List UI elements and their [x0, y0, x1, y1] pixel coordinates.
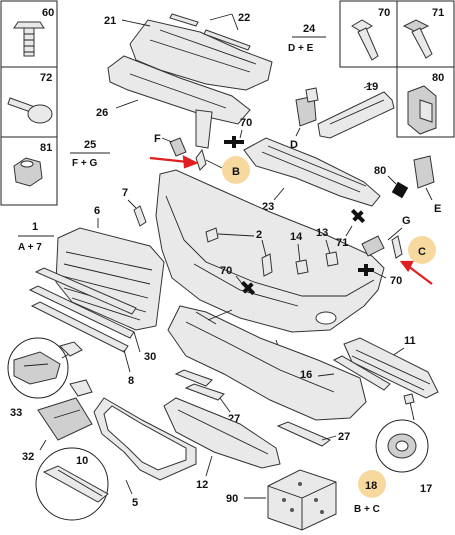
label-25: 25: [84, 139, 96, 151]
label-70-upper: 70: [240, 117, 252, 129]
red-arrow-C: [399, 260, 433, 285]
part-32: 32: [22, 379, 93, 463]
label-5: 5: [132, 497, 138, 509]
label-60: 60: [42, 7, 54, 19]
screw-70-lower: 70: [220, 265, 256, 296]
label-14b: 14: [290, 231, 303, 243]
inset-17: 17: [375, 393, 432, 495]
label-10: 10: [76, 455, 88, 467]
inset-33: 33: [7, 337, 83, 419]
screw-70-upper: 70: [224, 117, 252, 148]
group-18: 18 B + C: [354, 470, 386, 515]
label-80: 80: [374, 165, 386, 177]
label-70-right: 70: [390, 275, 402, 287]
part-19-absorber: 19: [317, 81, 395, 139]
label-70-inset: 70: [378, 7, 390, 19]
part-D-bracket: D: [290, 87, 319, 151]
part-F-bracket: F: [154, 133, 187, 157]
label-C: C: [418, 246, 426, 258]
inset-71: 71: [396, 0, 455, 68]
part-6-grille: 6: [55, 205, 165, 331]
label-2: 2: [256, 229, 262, 241]
inset-72: 72: [0, 66, 58, 138]
part-23-absorber: 23: [243, 137, 381, 213]
callout-C: C: [391, 235, 436, 264]
label-72: 72: [40, 72, 52, 84]
label-19: 19: [366, 81, 378, 93]
label-7: 7: [122, 187, 128, 199]
screw-70-right: 70: [358, 264, 402, 287]
label-1-group: A + 7: [18, 242, 42, 253]
part-90-fixings-kit: 90: [226, 469, 337, 531]
label-22: 22: [238, 12, 250, 24]
label-12: 12: [196, 479, 208, 491]
label-13b: 13: [316, 227, 328, 239]
label-18: 18: [365, 480, 377, 492]
label-70-lower: 70: [220, 265, 232, 277]
group-24: 24 D + E: [288, 23, 326, 54]
label-24: 24: [303, 23, 316, 35]
part-5-frame: 5: [93, 397, 197, 509]
screw-71-right: 71: [336, 208, 366, 249]
part-14-right: 14: [290, 231, 309, 275]
red-arrow-B: [149, 155, 199, 169]
inset-80: 80: [396, 66, 455, 138]
part-22-seals: 22: [169, 12, 251, 51]
label-F: F: [154, 133, 161, 145]
label-D: D: [290, 139, 298, 151]
label-27b: 27: [338, 431, 350, 443]
label-8: 8: [128, 375, 134, 387]
part-G-bracket: G: [361, 215, 411, 257]
inset-70: 70: [339, 0, 398, 68]
label-30: 30: [144, 351, 156, 363]
label-71-right: 71: [336, 237, 348, 249]
label-G: G: [402, 215, 411, 227]
label-E: E: [434, 203, 441, 215]
part-30-trim: 30: [28, 267, 156, 363]
label-18-group: B + C: [354, 504, 380, 515]
label-24-group: D + E: [288, 43, 314, 54]
label-26: 26: [96, 107, 108, 119]
part-27-strips: 27 27: [174, 369, 350, 447]
label-B: B: [232, 166, 240, 178]
label-21: 21: [104, 15, 116, 27]
label-16: 16: [300, 369, 312, 381]
part-2: 2: [205, 227, 273, 277]
part-undertray: [167, 305, 367, 421]
label-11: 11: [404, 335, 416, 347]
inset-10: 10: [35, 447, 109, 521]
label-32: 32: [22, 451, 34, 463]
part-12-blade: 12: [163, 397, 281, 491]
group-25: 25 F + G: [70, 139, 110, 169]
part-26-cross-member: 26: [96, 55, 251, 149]
label-71-inset: 71: [432, 7, 444, 19]
label-90: 90: [226, 493, 238, 505]
part-7-clip: 7: [122, 187, 147, 227]
label-80-inset: 80: [432, 72, 444, 84]
label-81: 81: [40, 142, 52, 154]
label-33: 33: [10, 407, 22, 419]
label-1: 1: [32, 221, 38, 233]
inset-81: 81: [0, 136, 58, 206]
callout-B: B: [195, 148, 250, 184]
label-17: 17: [420, 483, 432, 495]
part-13-right: 13: [316, 227, 339, 267]
label-6: 6: [94, 205, 100, 217]
inset-60: 60: [0, 0, 58, 68]
part-80-E: 80 E: [374, 155, 441, 215]
part-8-trim: 8: [30, 301, 134, 387]
group-1: 1 A + 7: [18, 221, 54, 253]
part-16: 16: [300, 355, 391, 391]
label-25-group: F + G: [72, 158, 98, 169]
